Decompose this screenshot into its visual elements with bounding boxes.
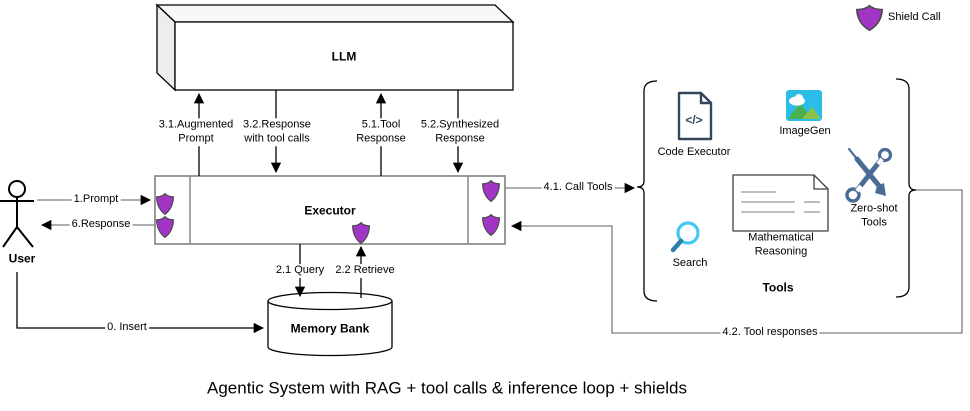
code-executor-icon: </> xyxy=(677,91,713,141)
edge-insert xyxy=(16,272,265,334)
code-executor-label: Code Executor xyxy=(657,146,731,159)
legend-shield-icon xyxy=(856,4,883,32)
edge-retrieve-label: 2.2 Retrieve xyxy=(333,264,397,278)
legend-label: Shield Call xyxy=(888,11,941,24)
executor-label: Executor xyxy=(304,203,356,218)
search-icon xyxy=(670,221,700,253)
executor-node xyxy=(154,175,506,245)
edge-response-tool-calls-label: 3.2.Response with tool calls xyxy=(235,118,319,146)
search-label: Search xyxy=(672,257,708,270)
zero-shot-tools-label: Zero-shot Tools xyxy=(850,202,898,228)
edge-synthesized-response-label: 5.2.Synthesized Response xyxy=(415,118,505,146)
tools-right-brace xyxy=(895,78,917,298)
imagegen-icon xyxy=(786,90,822,121)
zero-shot-tools-icon xyxy=(845,147,893,203)
edge-tool-responses-label: 4.2. Tool responses xyxy=(720,326,820,340)
diagram-title: Agentic System with RAG + tool calls & i… xyxy=(206,378,688,398)
edge-tool-response-label: 5.1.Tool Response xyxy=(349,118,413,146)
edge-augmented-prompt-label: 3.1.Augmented Prompt xyxy=(153,118,239,146)
edge-query-label: 2.1 Query xyxy=(273,264,327,278)
math-reasoning-icon xyxy=(732,174,829,232)
math-reasoning-label: Mathematical Reasoning xyxy=(748,231,814,257)
user-label: User xyxy=(8,251,36,266)
user-figure xyxy=(0,180,34,248)
memory-bank-label: Memory Bank xyxy=(290,321,370,336)
svg-text:</>: </> xyxy=(685,113,702,127)
llm-label: LLM xyxy=(331,49,357,64)
imagegen-label: ImageGen xyxy=(779,125,831,138)
tools-group-label: Tools xyxy=(762,280,794,295)
edge-response-label: 6.Response xyxy=(69,218,133,232)
tools-left-brace xyxy=(636,80,658,302)
edge-prompt-label: 1.Prompt xyxy=(71,193,121,207)
llm-node xyxy=(155,3,515,92)
edge-call-tools-label: 4.1. Call Tools xyxy=(541,181,615,195)
edge-insert-label: 0. Insert xyxy=(105,321,149,335)
